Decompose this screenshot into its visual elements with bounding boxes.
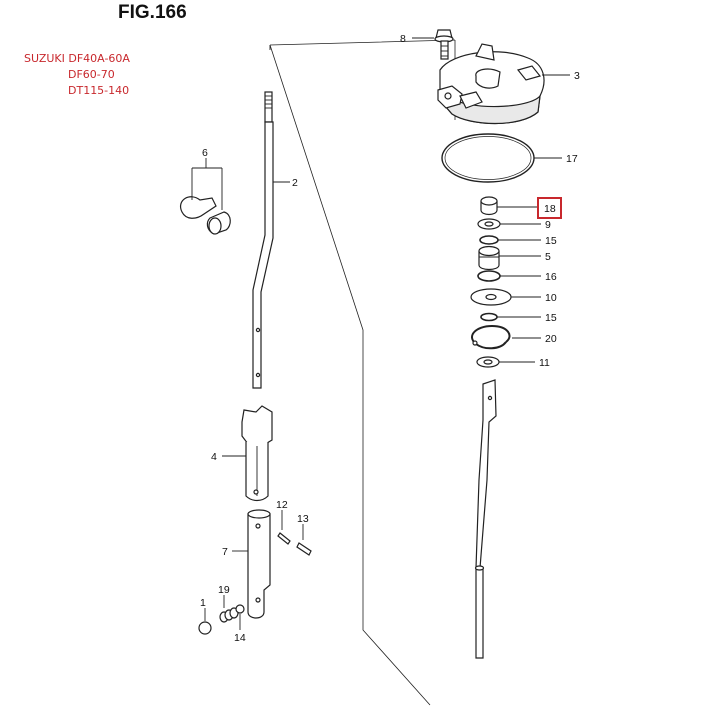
callout-15-upper[interactable]: 15: [545, 235, 557, 247]
part-2-shift-rod[interactable]: [252, 91, 274, 389]
model-line-1: SUZUKI DF40A-60A: [24, 52, 130, 65]
callout-1[interactable]: 1: [200, 597, 206, 609]
part-3-housing[interactable]: [437, 43, 545, 125]
part-8-bolt[interactable]: [434, 29, 454, 60]
part-13-pin[interactable]: [296, 542, 312, 556]
part-4-lever-holder[interactable]: [241, 405, 273, 502]
callout-3[interactable]: 3: [574, 70, 580, 82]
callout-17[interactable]: 17: [566, 153, 578, 165]
part-12-pin[interactable]: [277, 532, 291, 545]
part-9-washer[interactable]: [477, 218, 501, 230]
callout-20[interactable]: 20: [545, 333, 557, 345]
part-15-o-ring-lower[interactable]: [480, 312, 498, 322]
callout-15-lower[interactable]: 15: [545, 312, 557, 324]
callout-5[interactable]: 5: [545, 251, 551, 263]
highlight-box: [537, 197, 562, 219]
callout-10[interactable]: 10: [545, 292, 557, 304]
callout-9[interactable]: 9: [545, 219, 551, 231]
callout-4[interactable]: 4: [211, 451, 217, 463]
leader-6: [191, 158, 223, 210]
callout-11[interactable]: 11: [539, 357, 550, 369]
callout-16[interactable]: 16: [545, 271, 557, 283]
part-10-plate[interactable]: [470, 288, 512, 306]
part-20-circlip[interactable]: [471, 324, 511, 350]
callout-7[interactable]: 7: [222, 546, 228, 558]
callout-6[interactable]: 6: [202, 147, 208, 159]
assembly-outline: [269, 39, 456, 706]
part-15-o-ring-upper[interactable]: [479, 235, 499, 245]
part-14-ball[interactable]: [235, 604, 245, 614]
callout-2[interactable]: 2: [292, 177, 298, 189]
part-17-o-ring[interactable]: [441, 133, 535, 183]
lower-shift-rod[interactable]: [474, 379, 497, 659]
part-5-seal[interactable]: [478, 245, 500, 271]
figure-title: FIG.166: [118, 2, 187, 23]
part-18-bushing[interactable]: [480, 196, 498, 216]
callout-12[interactable]: 12: [276, 499, 288, 511]
model-line-3: DT115-140: [68, 84, 130, 97]
callout-8[interactable]: 8: [400, 33, 406, 45]
model-line-2: DF60-70: [68, 68, 115, 81]
part-11-washer[interactable]: [476, 356, 500, 368]
callout-13[interactable]: 13: [297, 513, 309, 525]
callout-19[interactable]: 19: [218, 584, 230, 596]
part-16-o-ring[interactable]: [477, 270, 501, 282]
callout-14[interactable]: 14: [234, 632, 246, 644]
part-19-spring[interactable]: [219, 607, 239, 623]
callout-18[interactable]: 18: [544, 203, 556, 215]
part-1-cap[interactable]: [198, 621, 212, 635]
part-6-clip[interactable]: [180, 196, 231, 235]
part-7-lower-rod[interactable]: [247, 509, 271, 619]
